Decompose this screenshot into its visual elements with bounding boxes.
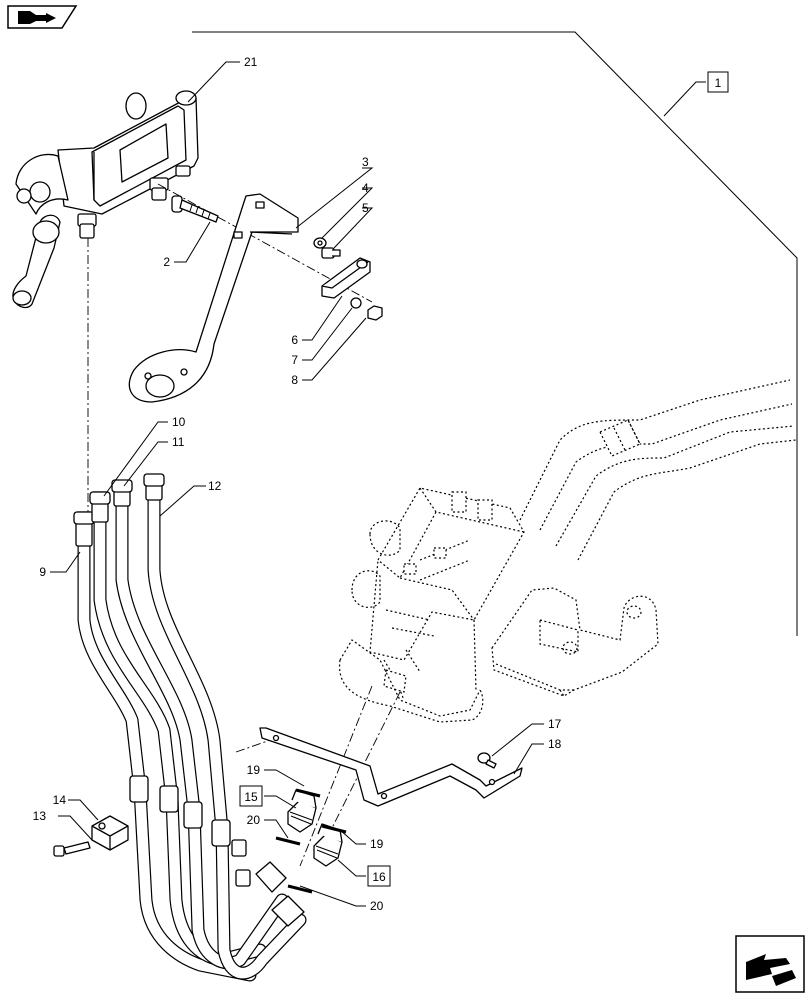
callout-11[interactable]: 11 — [172, 435, 185, 449]
callout-box-16 — [367, 865, 391, 887]
adapter-fitting-16 — [313, 823, 343, 867]
callout-7[interactable]: 7 — [291, 353, 298, 367]
callout-2[interactable]: 2 — [163, 255, 170, 269]
control-joystick — [12, 90, 199, 309]
callout-4[interactable]: 4 — [362, 181, 369, 195]
bracket-plate-3 — [128, 193, 299, 403]
alignment-line — [157, 183, 373, 303]
book-arrow-icon[interactable] — [7, 5, 78, 29]
callout-20-upper[interactable]: 20 — [247, 813, 261, 827]
callout-16[interactable]: 16 — [372, 870, 386, 884]
callout-6[interactable]: 6 — [291, 333, 298, 347]
callout-20-lower[interactable]: 20 — [370, 899, 384, 913]
bolt-2 — [171, 195, 219, 223]
nut-8 — [367, 305, 383, 321]
hydraulic-hoses — [73, 473, 307, 982]
o-ring-20 — [287, 884, 313, 894]
callout-17[interactable]: 17 — [548, 717, 562, 731]
bolt-13 — [53, 841, 91, 857]
callout-15[interactable]: 15 — [244, 790, 258, 804]
callout-14[interactable]: 14 — [53, 793, 67, 807]
clamp-block-6 — [321, 257, 371, 299]
callout-18[interactable]: 18 — [548, 737, 562, 751]
callout-19-lower[interactable]: 19 — [370, 837, 384, 851]
next-page-arrow-icon[interactable] — [735, 935, 805, 993]
o-ring-19 — [295, 788, 321, 798]
assembly-bracket-line — [192, 31, 798, 636]
callout-10[interactable]: 10 — [172, 415, 186, 429]
callout-13[interactable]: 13 — [33, 809, 47, 823]
callout-box-15 — [239, 785, 263, 807]
callout-5[interactable]: 5 — [362, 201, 369, 215]
callout-21[interactable]: 21 — [244, 55, 258, 69]
callout-box-1 — [707, 71, 729, 93]
callout-12[interactable]: 12 — [208, 479, 222, 493]
callout-9[interactable]: 9 — [39, 565, 46, 579]
washer-7 — [350, 297, 362, 309]
callout-19-upper[interactable]: 19 — [247, 763, 261, 777]
o-ring-20 — [275, 836, 301, 846]
hose-clamp-14 — [91, 815, 129, 851]
washer-4-hole — [317, 240, 323, 246]
strap-bracket-18 — [259, 727, 523, 807]
callout-3[interactable]: 3 — [362, 155, 369, 169]
leader-lines — [50, 61, 706, 907]
screw-17 — [477, 752, 497, 769]
screw-5 — [321, 247, 341, 259]
o-ring-19 — [321, 824, 347, 834]
callout-labels: 1 2 3 4 5 6 7 8 9 10 11 12 13 14 15 16 1… — [33, 55, 722, 913]
adapter-fitting-15 — [287, 789, 317, 833]
control-valve-assembly — [339, 379, 797, 723]
callout-8[interactable]: 8 — [291, 373, 298, 387]
callout-1[interactable]: 1 — [715, 76, 722, 90]
alignment-line — [299, 685, 373, 867]
